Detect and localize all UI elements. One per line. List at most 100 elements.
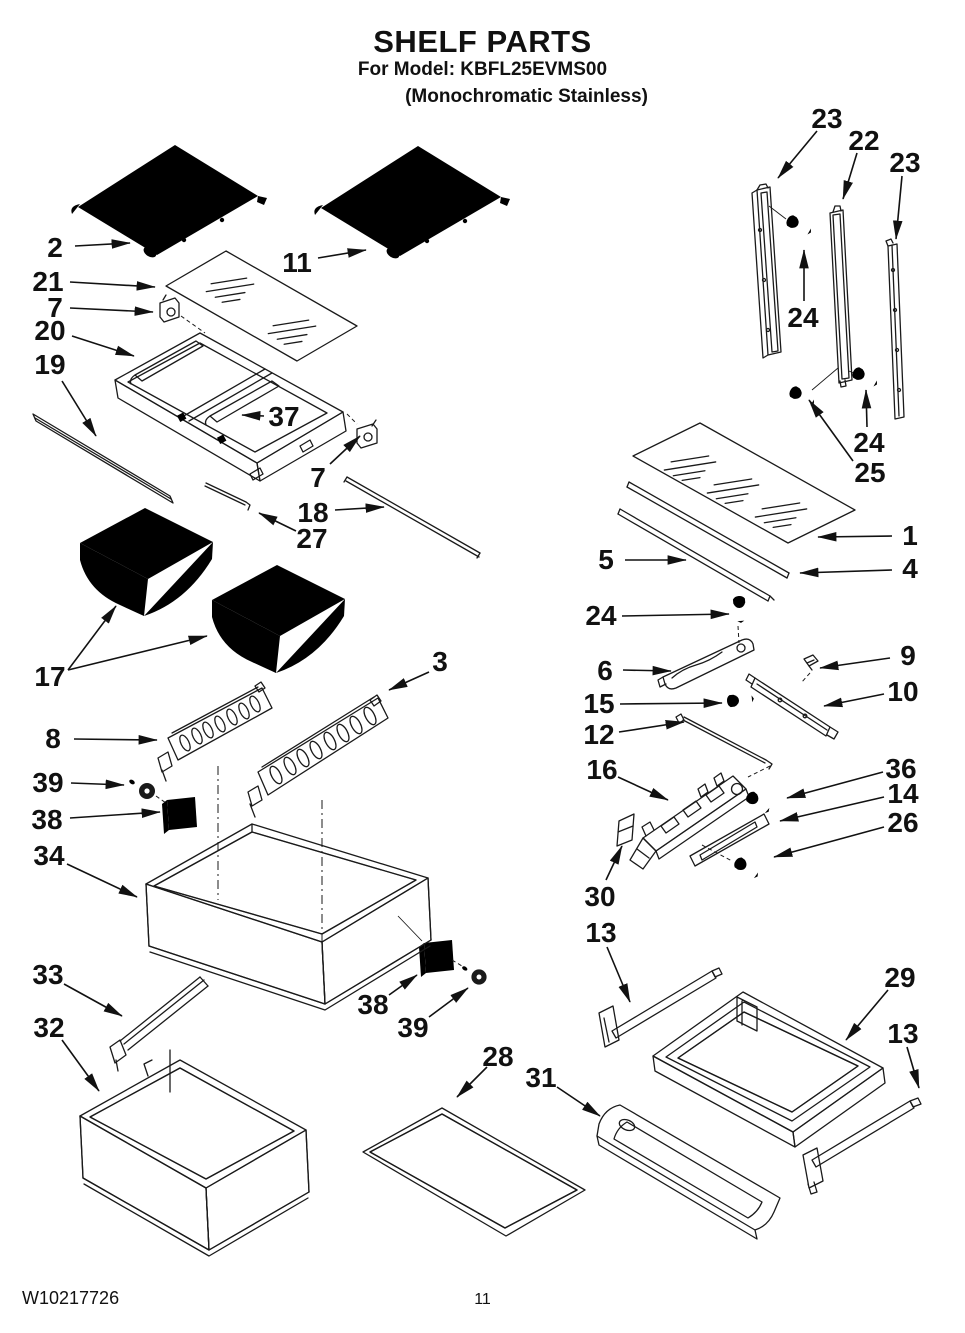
part-24-screw-right (850, 365, 880, 390)
callout-24b: 24 (853, 389, 885, 458)
callout-label-39b: 39 (397, 1012, 428, 1043)
part-38-bracket-left (162, 790, 197, 834)
callout-31: 31 (525, 1062, 601, 1117)
callout-16: 16 (586, 754, 669, 801)
callout-label-3: 3 (432, 646, 448, 677)
callout-28: 28 (456, 1041, 514, 1098)
part-15-screw (726, 692, 755, 708)
callout-25: 25 (808, 399, 886, 488)
part-16-deli-support (629, 772, 750, 870)
callout-13b: 13 (887, 1018, 920, 1089)
callout-24a: 24 (787, 249, 819, 333)
part-38-bracket-right (419, 933, 454, 977)
callout-label-24b: 24 (853, 427, 885, 458)
callout-label-1: 1 (902, 520, 918, 551)
callout-39a: 39 (32, 767, 125, 798)
callout-14: 14 (779, 778, 919, 822)
callout-label-20: 20 (34, 315, 65, 346)
part-18-rod (343, 476, 481, 559)
part-19-trim-strip (32, 413, 174, 504)
callout-label-36: 36 (885, 753, 916, 784)
part-27-rod-small (204, 482, 251, 511)
callout-3: 3 (388, 646, 448, 691)
callout-label-39a: 39 (32, 767, 63, 798)
part-17-crisper-drawer-left (80, 508, 213, 616)
callout-39b: 39 (397, 987, 469, 1043)
callout-37: 37 (241, 401, 300, 432)
part-2-roller-shelf (71, 143, 267, 260)
part-39-roller-right (461, 965, 487, 985)
part-32-freezer-basket-lower (79, 1059, 310, 1257)
part-37-slide-rail (204, 380, 280, 426)
callout-label-34: 34 (33, 840, 65, 871)
part-7-support-clip-left (159, 294, 180, 323)
callout-label-13b: 13 (887, 1018, 918, 1049)
callout-32: 32 (33, 1012, 100, 1092)
callout-23b: 23 (889, 147, 921, 240)
callout-8: 8 (45, 723, 158, 754)
callout-7a: 7 (47, 292, 154, 323)
part-22-rail-center (829, 205, 853, 388)
part-24-screw-center (732, 595, 747, 624)
part-31-trim-cover (596, 1104, 781, 1240)
callout-label-13a: 13 (585, 917, 616, 948)
callout-24c: 24 (585, 600, 730, 631)
part-24-screw-top (784, 213, 814, 238)
part-7-support-clip-right (356, 419, 378, 449)
callout-label-32: 32 (33, 1012, 64, 1043)
part-13-rail-left (598, 967, 723, 1048)
callout-label-19: 19 (34, 349, 65, 380)
part-9-clip (803, 654, 819, 671)
callout-label-7a: 7 (47, 292, 63, 323)
callout-17: 17 (34, 605, 208, 692)
callout-label-31: 31 (525, 1062, 556, 1093)
callout-27: 27 (258, 512, 328, 554)
callout-19: 19 (34, 349, 97, 437)
part-5-trim-strip (617, 508, 775, 602)
callout-36: 36 (786, 753, 917, 799)
callout-34: 34 (33, 840, 138, 898)
callout-2: 2 (47, 232, 131, 263)
part-23-rail-left (751, 183, 782, 359)
callout-38a: 38 (31, 804, 161, 835)
callout-13a: 13 (585, 917, 631, 1003)
callout-29: 29 (845, 962, 916, 1041)
part-26-screw (732, 855, 762, 882)
callout-label-21: 21 (32, 266, 63, 297)
part-33-hanger-rail (109, 976, 209, 1093)
page-title: SHELF PARTS (373, 24, 592, 59)
part-23-rail-right (885, 238, 905, 420)
callout-label-23b: 23 (889, 147, 920, 178)
callout-21: 21 (32, 266, 156, 297)
callout-label-22: 22 (848, 125, 879, 156)
callout-label-26: 26 (887, 807, 918, 838)
callout-label-25: 25 (854, 457, 885, 488)
callout-label-12: 12 (583, 719, 614, 750)
callout-label-38a: 38 (31, 804, 62, 835)
part-34-freezer-basket-upper (145, 823, 432, 1011)
document-code: W10217726 (22, 1288, 120, 1308)
callout-38b: 38 (357, 974, 418, 1020)
part-8-shelf-grille (157, 681, 273, 782)
callout-7b: 7 (310, 435, 361, 493)
callout-label-27: 27 (296, 523, 327, 554)
page-number: 11 (474, 1291, 491, 1308)
part-6-support-bracket (657, 638, 755, 690)
callout-5: 5 (598, 544, 687, 575)
callout-label-24c: 24 (585, 600, 617, 631)
callout-label-24a: 24 (787, 302, 819, 333)
callout-label-30: 30 (584, 881, 615, 912)
callout-12: 12 (583, 719, 685, 750)
callout-label-18: 18 (297, 497, 328, 528)
part-1-glass-shelf (632, 422, 856, 544)
part-28-ribbed-shelf (362, 1107, 586, 1237)
part-17-crisper-drawer-right (212, 565, 345, 673)
part-14-rail (689, 813, 770, 867)
callout-label-28: 28 (482, 1041, 513, 1072)
callout-label-16: 16 (586, 754, 617, 785)
callout-label-17: 17 (34, 661, 65, 692)
callout-label-38b: 38 (357, 989, 388, 1020)
